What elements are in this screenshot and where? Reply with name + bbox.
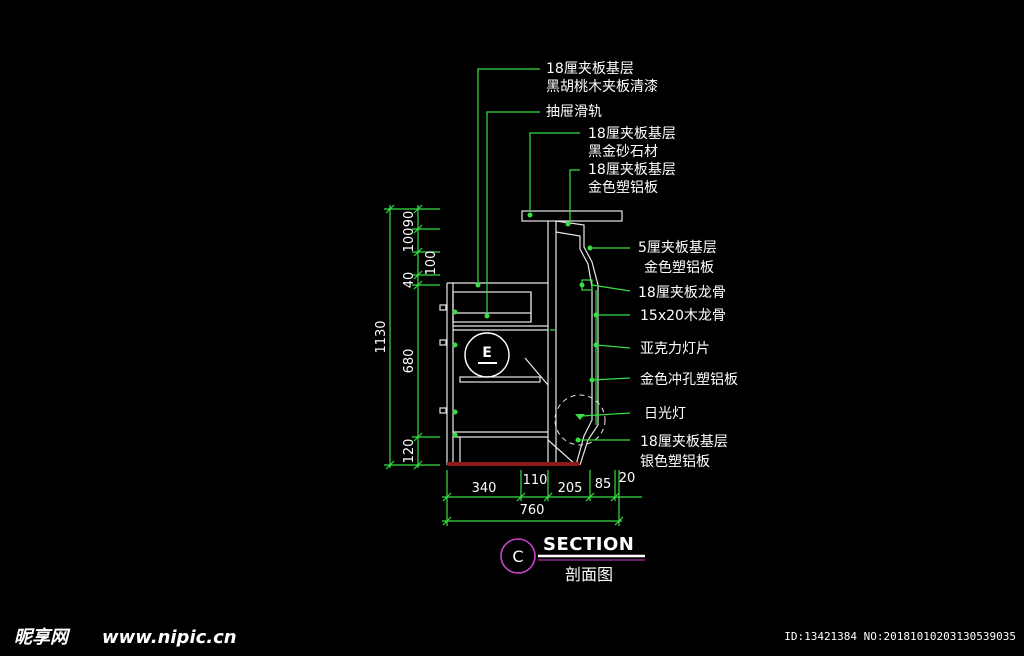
callout-5-line-1: 5厘夹板基层	[638, 239, 717, 256]
callout-labels: 18厘夹板基层 黑胡桃木夹板清漆 抽屉滑轨 18厘夹板基层 黑金砂石材 18厘夹…	[546, 60, 738, 470]
callout-2-line-1: 抽屉滑轨	[546, 103, 602, 120]
detail-marker-e: E	[464, 332, 510, 378]
watermark: 昵享网 www.nipic.cn ID:13421384 NO:20181010…	[14, 627, 1016, 648]
callout-3-line-1: 18厘夹板基层	[588, 125, 676, 142]
callout-11-line-1: 18厘夹板基层	[640, 433, 728, 450]
dim-v-90: 90	[402, 211, 417, 228]
section-marker-letter: C	[512, 547, 523, 566]
callout-9-line-1: 金色冲孔塑铝板	[640, 371, 738, 388]
callout-11-line-2: 银色塑铝板	[640, 453, 710, 470]
cabinet-outline	[439, 210, 623, 466]
watermark-url: www.nipic.cn	[102, 627, 237, 648]
callout-10-line-1: 日光灯	[644, 406, 686, 422]
callout-1-line-2: 黑胡桃木夹板清漆	[546, 79, 658, 95]
detail-marker-text: E	[482, 345, 492, 361]
dim-v-120: 120	[402, 439, 417, 464]
dim-h-340: 340	[472, 481, 497, 496]
vertical-dimensions	[384, 204, 440, 470]
vertical-dimension-text: 90 100 100 40 680 120 1130	[374, 211, 439, 464]
dim-v-total: 1130	[374, 320, 389, 353]
dim-v-40: 40	[402, 272, 417, 289]
horizontal-dimensions	[442, 470, 642, 526]
callout-5-line-2: 金色塑铝板	[644, 259, 714, 276]
leader-lines	[475, 68, 631, 441]
callout-4-line-2: 金色塑铝板	[588, 179, 658, 196]
callout-7-line-1: 15x20木龙骨	[640, 308, 726, 324]
section-subtitle: 剖面图	[565, 565, 613, 584]
horizontal-dimension-text: 340 110 205 85 20 760	[472, 471, 636, 518]
light-marker	[575, 414, 585, 420]
dim-h-85: 85	[595, 477, 612, 492]
dim-h-110: 110	[523, 473, 548, 488]
callout-6-line-1: 18厘夹板龙骨	[638, 285, 726, 301]
watermark-id: ID:13421384 NO:20181010203130539035	[784, 630, 1016, 643]
light-detail-circle	[554, 394, 606, 446]
section-title: SECTION	[543, 534, 634, 555]
callout-8-line-1: 亚克力灯片	[640, 341, 710, 357]
callout-3-line-2: 黑金砂石材	[588, 144, 658, 160]
dim-h-205: 205	[558, 481, 583, 496]
watermark-brand: 昵享网	[14, 627, 71, 648]
dim-v-100-a: 100	[402, 228, 417, 253]
section-title-block: C SECTION 剖面图	[500, 534, 645, 584]
dim-h-total: 760	[520, 503, 545, 518]
dim-v-100-b: 100	[424, 251, 439, 276]
dim-v-680: 680	[402, 349, 417, 374]
callout-1-line-1: 18厘夹板基层	[546, 60, 634, 77]
callout-4-line-1: 18厘夹板基层	[588, 161, 676, 178]
dim-h-20: 20	[619, 471, 636, 486]
section-marker-circle	[500, 538, 536, 574]
green-framing	[452, 279, 599, 443]
